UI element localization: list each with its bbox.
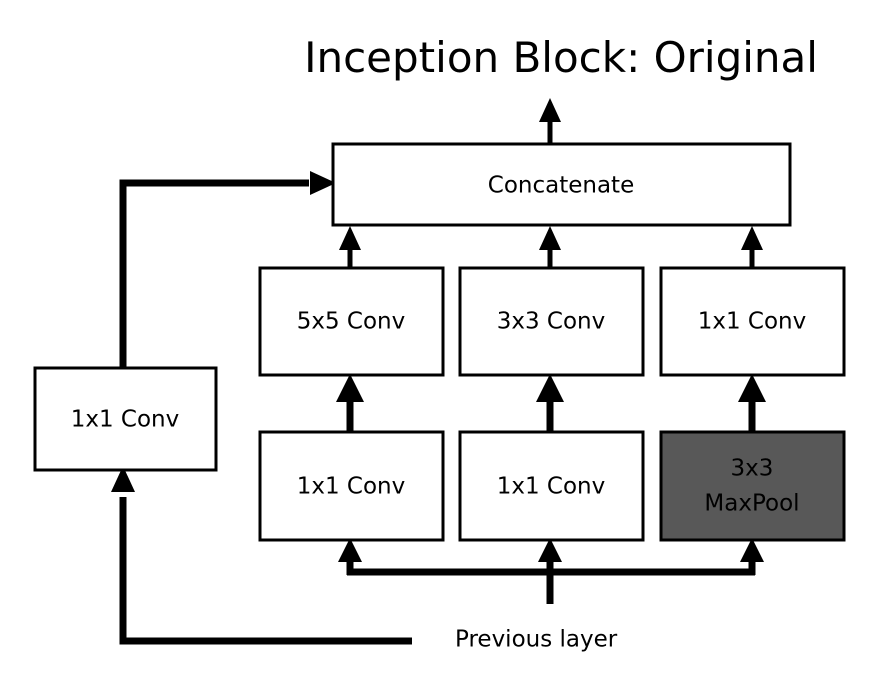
node-right-1x1-conv-label: 1x1 Conv: [698, 309, 807, 335]
node-branch2-1x1-conv-box: [458, 430, 645, 542]
arrowhead-branch3-top-to-concat: [741, 226, 763, 250]
arrowhead-branch1-top-to-concat: [339, 226, 361, 250]
node-branch1-1x1-conv-label: 1x1 Conv: [297, 474, 406, 500]
node-concatenate-box: [331, 142, 792, 227]
arrowhead-branch3-bottom-to-top: [738, 374, 766, 402]
node-right-1x1-conv-box: [659, 266, 846, 377]
node-left-1x1-conv-box: [33, 366, 218, 472]
edge-previous-layer-to-left-conv: [119, 497, 412, 645]
node-left-1x1-conv-label: 1x1 Conv: [71, 407, 180, 433]
node-concatenate[interactable]: Concatenate: [331, 142, 792, 227]
node-5x5-conv[interactable]: 5x5 Conv: [258, 266, 445, 377]
node-branch2-1x1-conv-label: 1x1 Conv: [497, 474, 606, 500]
node-5x5-conv-label: 5x5 Conv: [297, 309, 406, 335]
node-3x3-maxpool[interactable]: 3x3 MaxPool: [659, 430, 846, 542]
node-3x3-conv-box: [458, 266, 645, 377]
previous-layer-caption: Previous layer: [455, 627, 618, 653]
node-branch1-1x1-conv-box: [258, 430, 445, 542]
node-3x3-maxpool-label-line2: MaxPool: [704, 491, 799, 517]
edge-left-conv-to-concat: [119, 179, 309, 368]
arrowhead-to-left-conv: [111, 466, 135, 492]
node-left-1x1-conv[interactable]: 1x1 Conv: [33, 366, 218, 472]
arrowhead-to-branch3-bottom: [740, 538, 764, 562]
node-branch2-1x1-conv[interactable]: 1x1 Conv: [458, 430, 645, 542]
node-concatenate-label: Concatenate: [488, 173, 634, 199]
page-title: Inception Block: Original: [304, 33, 818, 82]
node-right-1x1-conv[interactable]: 1x1 Conv: [659, 266, 846, 377]
arrowhead-to-branch2-bottom: [538, 538, 562, 562]
node-branch1-1x1-conv[interactable]: 1x1 Conv: [258, 430, 445, 542]
node-3x3-maxpool-box: [659, 430, 846, 542]
node-3x3-conv[interactable]: 3x3 Conv: [458, 266, 645, 377]
arrowhead-to-branch1-bottom: [338, 538, 362, 562]
node-5x5-conv-box: [258, 266, 445, 377]
node-3x3-conv-label: 3x3 Conv: [497, 309, 606, 335]
arrowhead-branch2-bottom-to-top: [536, 374, 564, 402]
arrowhead-concat-output: [539, 98, 561, 122]
arrowhead-branch2-top-to-concat: [539, 226, 561, 250]
node-3x3-maxpool-label-line1: 3x3: [731, 456, 774, 482]
arrowhead-branch1-bottom-to-top: [336, 374, 364, 402]
arrowhead-left-conv-to-concat: [310, 171, 336, 195]
